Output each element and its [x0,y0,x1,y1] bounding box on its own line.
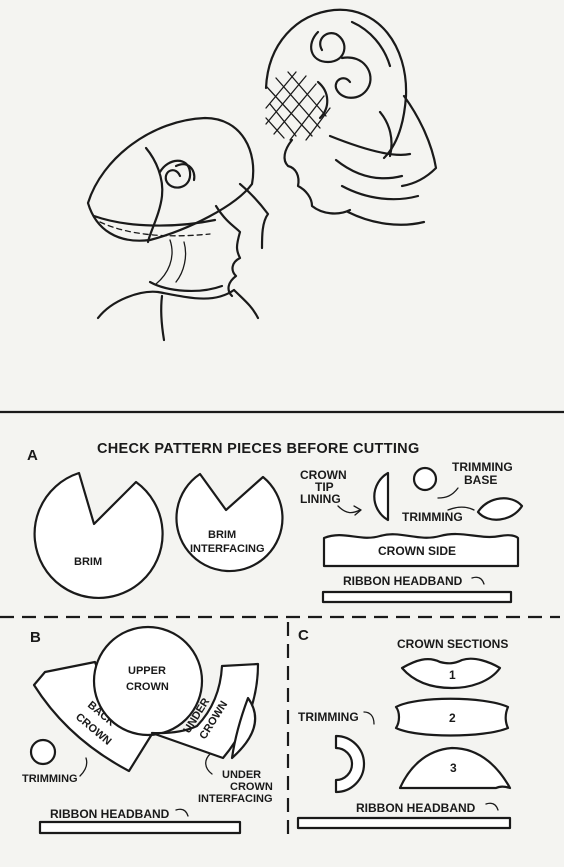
trimming-base-label-2: BASE [464,473,497,487]
crown-side-label: CROWN SIDE [378,544,456,558]
crown-tip-lining-label-1: CROWN [300,468,347,482]
trimming-b-label: TRIMMING [22,773,78,785]
left-figure-sketch [86,116,270,342]
veil-mesh [265,71,331,141]
crown-section-3-piece [398,746,512,790]
crown-side-piece [322,532,520,568]
section-b-label: B [30,629,41,646]
crown-section-3-number: 3 [450,761,457,775]
crown-tip-lining-piece [373,471,390,522]
trimming-c-piece [334,734,366,794]
page-title: CHECK PATTERN PIECES BEFORE CUTTING [97,441,420,457]
trimming-base-label-1: TRIMMING [452,460,513,474]
upper-crown-label-2: CROWN [126,681,169,693]
ribbon-headband-c-strip [296,816,512,830]
ribbon-headband-c-label: RIBBON HEADBAND [356,801,476,815]
crown-tip-lining-label-3: LINING [300,492,341,506]
trimming-label: TRIMMING [402,510,463,524]
trimming-b-circle [29,738,57,766]
section-a: A BRIM BRIM INTERFACING CROWN TIP LINING… [27,447,524,604]
trimming-c-label: TRIMMING [298,710,359,724]
brim-interfacing-label-2: INTERFACING [190,543,265,555]
under-crown-interfacing-label-2: CROWN [230,781,273,793]
ribbon-headband-b-label: RIBBON HEADBAND [50,807,170,821]
brim-label: BRIM [74,556,102,568]
section-b: B BACK CROWN UPPER CROWN UNDER CROWN UND… [22,625,273,835]
crown-section-1-number: 1 [449,668,456,682]
trimming-b-arrow-icon [79,757,88,777]
fashion-illustration [86,8,438,342]
trimming-c-arrow-icon [363,711,375,725]
trimming-arrow-icon [447,506,475,511]
upper-crown-label-1: UPPER [128,665,166,677]
section-a-label: A [27,447,38,464]
section-c-label: C [298,627,309,644]
right-figure-sketch [264,8,438,226]
crown-tip-arrow-icon [337,505,361,514]
ribbon-c-arrow-icon [485,802,499,811]
ribbon-a-arrow-icon [471,576,485,585]
crown-section-2-piece [394,697,510,737]
brim-piece [33,471,164,599]
ribbon-headband-a-strip [321,590,513,604]
under-crown-interfacing-label-3: INTERFACING [198,793,273,805]
trimming-base-arrow-icon [437,487,459,499]
crown-section-2-number: 2 [449,711,456,725]
brim-interfacing-label-1: BRIM [208,529,236,541]
crown-tip-lining-label-2: TIP [315,480,334,494]
brim-interfacing-piece [175,472,284,573]
interfacing-arrow-icon [205,753,213,775]
crown-tip-arrowhead-icon [353,505,362,516]
crown-sections-title: CROWN SECTIONS [397,637,508,651]
ribbon-headband-b-strip [38,820,242,835]
under-crown-interfacing-piece [230,696,257,760]
ribbon-b-arrow-icon [175,808,189,817]
pattern-frame [0,410,564,835]
trimming-base-circle [412,466,438,492]
trimming-leaf-piece [476,497,524,521]
upper-crown-piece [92,625,204,737]
ribbon-headband-a-label: RIBBON HEADBAND [343,574,463,588]
under-crown-interfacing-label-1: UNDER [222,769,261,781]
section-c: C CROWN SECTIONS 1 2 3 TRIMMING RIBBON H… [296,627,512,830]
crown-section-1-piece [400,657,502,690]
